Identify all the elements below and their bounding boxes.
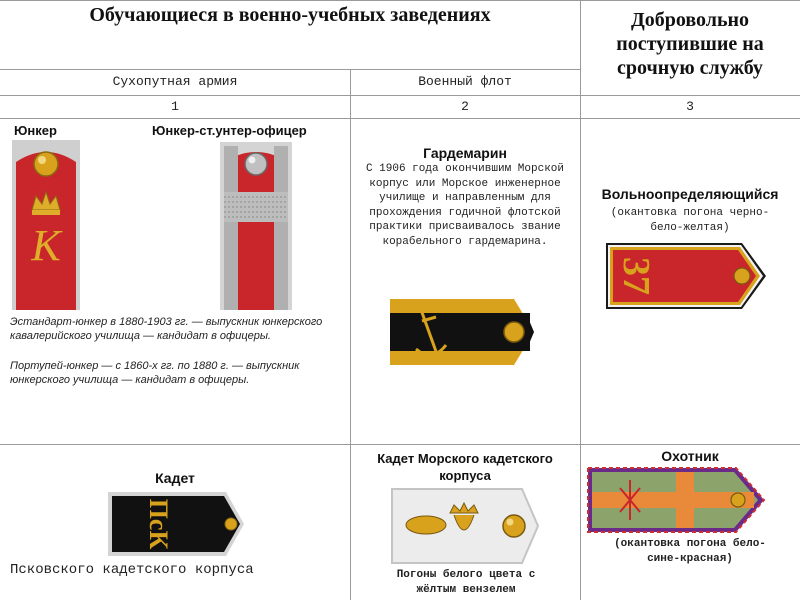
grid-line-col-army <box>350 69 351 600</box>
naval-cadet-shoulder-board <box>391 488 540 564</box>
navy-header: Военный флот <box>418 74 512 89</box>
grid-line-top <box>0 0 800 1</box>
junker-shoulder-board: К <box>12 140 80 310</box>
volunteer-number: 37 <box>615 257 657 295</box>
volunteer-shoulder-board <box>606 243 766 309</box>
junker-label: Юнкер <box>14 123 57 138</box>
junker-cipher: К <box>30 221 63 270</box>
naval-cadet-note: Погоны белого цвета с жёлтым вензелем <box>396 569 536 596</box>
crown-icon <box>31 190 61 215</box>
midshipman-description: С 1906 года окончившим Морской корпус ил… <box>365 163 565 248</box>
column-number-2: 2 <box>461 99 469 114</box>
grid-line-col-navy <box>580 0 581 600</box>
imperial-monogram-icon <box>405 501 479 535</box>
portepee-junker-note: Портупей-юнкер — с 1860-х гг. по 1880 г.… <box>10 360 300 386</box>
midshipman-shoulder-board <box>390 299 534 365</box>
army-header: Сухопутная армия <box>112 74 238 89</box>
hunter-note: (окантовка погона бело-сине-красная) <box>614 538 766 565</box>
column-number-3: 3 <box>686 99 694 114</box>
main-title: Обучающиеся в военно-учебных заведениях <box>89 4 491 26</box>
cross-icon <box>619 480 641 520</box>
junker-nco-shoulder-board <box>220 142 292 310</box>
cadet-cipher: ПсК <box>144 498 173 550</box>
cadet-label: Кадет <box>155 470 195 486</box>
midshipman-label: Гардемарин <box>423 145 507 161</box>
naval-cadet-label: Кадет Морского кадетского корпуса <box>377 451 553 483</box>
pskov-cadet-corps: Псковского кадетского корпуса <box>10 562 254 578</box>
standard-junker-note: Эстандарт-юнкер в 1880-1903 гг. — выпуск… <box>10 316 323 342</box>
volunteer-note: (окантовка погона черно-бело-желтая) <box>610 207 770 234</box>
hunter-label: Охотник <box>661 448 719 464</box>
volunteer-label: Вольноопределяющийся <box>601 186 779 202</box>
grid-line-header-bottom <box>0 69 580 70</box>
hunter-shoulder-board <box>587 467 766 533</box>
column-number-1: 1 <box>171 99 179 114</box>
grid-line-num-top-right <box>580 95 800 96</box>
grid-line-row-divider <box>0 444 800 445</box>
junker-nco-label: Юнкер-ст.унтер-офицер <box>152 123 307 138</box>
volunteer-title: Добровольно поступившие на срочную служб… <box>616 9 764 79</box>
cadet-shoulder-board <box>108 492 244 556</box>
grid-line-sub-bottom <box>0 95 580 96</box>
anchor-icon <box>414 300 448 358</box>
grid-line-num-bottom <box>0 118 800 119</box>
